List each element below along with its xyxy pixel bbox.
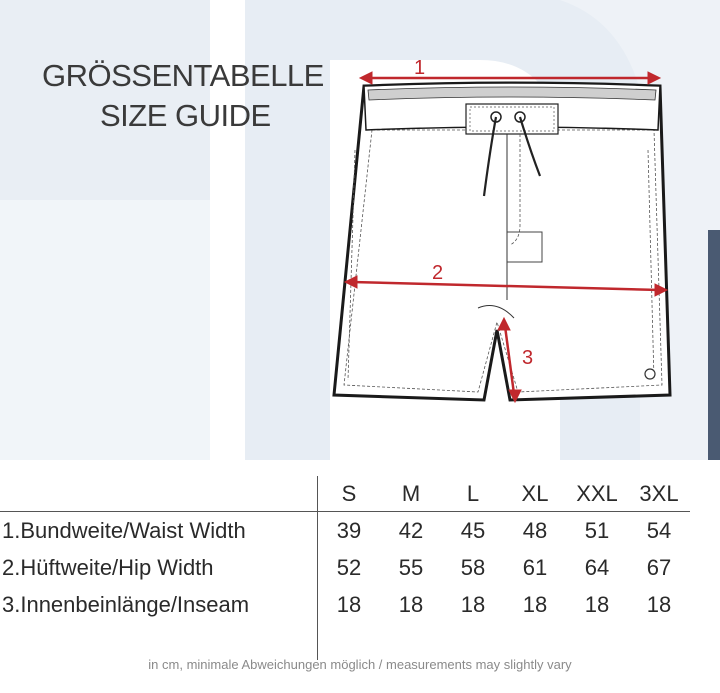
measure-2-label: 2 xyxy=(432,262,443,284)
size-header: 3XL xyxy=(628,476,690,512)
measure-3-arrow xyxy=(497,316,522,404)
table-cell: 55 xyxy=(398,554,424,580)
size-header: L xyxy=(442,476,504,512)
logo-icon xyxy=(644,368,656,380)
table-cell: 58 xyxy=(460,554,486,580)
measure-3-label: 3 xyxy=(522,347,533,369)
table-cell: 18 xyxy=(584,591,610,617)
measure-2-arrow xyxy=(343,275,669,297)
size-table: S M L XL XXL 3XL 1.Bundweite/Waist Width… xyxy=(0,476,690,660)
table-cell: 42 xyxy=(398,517,424,543)
table-cell: 64 xyxy=(584,554,610,580)
table-cell: 52 xyxy=(336,554,362,580)
table-cell: 48 xyxy=(522,517,548,543)
table-header-row: S M L XL XXL 3XL xyxy=(0,476,690,512)
table-cell: 18 xyxy=(646,591,672,617)
table-row: 1.Bundweite/Waist Width 39 42 45 48 51 5… xyxy=(0,511,690,549)
table-cell: 18 xyxy=(336,591,362,617)
table-cell: 67 xyxy=(646,554,672,580)
drawstring-left xyxy=(482,116,498,197)
table-cell: 39 xyxy=(336,517,362,543)
table-cell: 18 xyxy=(460,591,486,617)
table-row: 2.Hüftweite/Hip Width 52 55 58 61 64 67 xyxy=(0,549,690,586)
size-header: XXL xyxy=(566,476,628,512)
measure-1-arrow xyxy=(358,71,662,85)
table-cell: 45 xyxy=(460,517,486,543)
table-cell: 51 xyxy=(584,517,610,543)
waistband-patch xyxy=(465,103,559,135)
size-header: M xyxy=(380,476,442,512)
title-german: GRÖSSENTABELLE xyxy=(42,58,324,93)
table-spacer-row xyxy=(0,623,690,660)
size-header: XL xyxy=(504,476,566,512)
table-row: 3.Innenbeinlänge/Inseam 18 18 18 18 18 1… xyxy=(0,586,690,623)
drawstring-right xyxy=(518,116,542,177)
shorts-illustration: 1 2 3 xyxy=(332,57,672,404)
table-cell: 54 xyxy=(646,517,672,543)
title-english: SIZE GUIDE xyxy=(100,98,271,133)
size-header: S xyxy=(317,476,380,512)
table-cell: 61 xyxy=(522,554,548,580)
row-label-inseam: 3.Innenbeinlänge/Inseam xyxy=(0,586,318,623)
measurement-note: in cm, minimale Abweichungen möglich / m… xyxy=(148,657,572,672)
table-cell: 18 xyxy=(398,591,424,617)
row-label-waist: 1.Bundweite/Waist Width xyxy=(0,511,318,549)
table-cell: 18 xyxy=(522,591,548,617)
row-label-hip: 2.Hüftweite/Hip Width xyxy=(0,549,318,586)
measure-1-label: 1 xyxy=(414,57,425,79)
